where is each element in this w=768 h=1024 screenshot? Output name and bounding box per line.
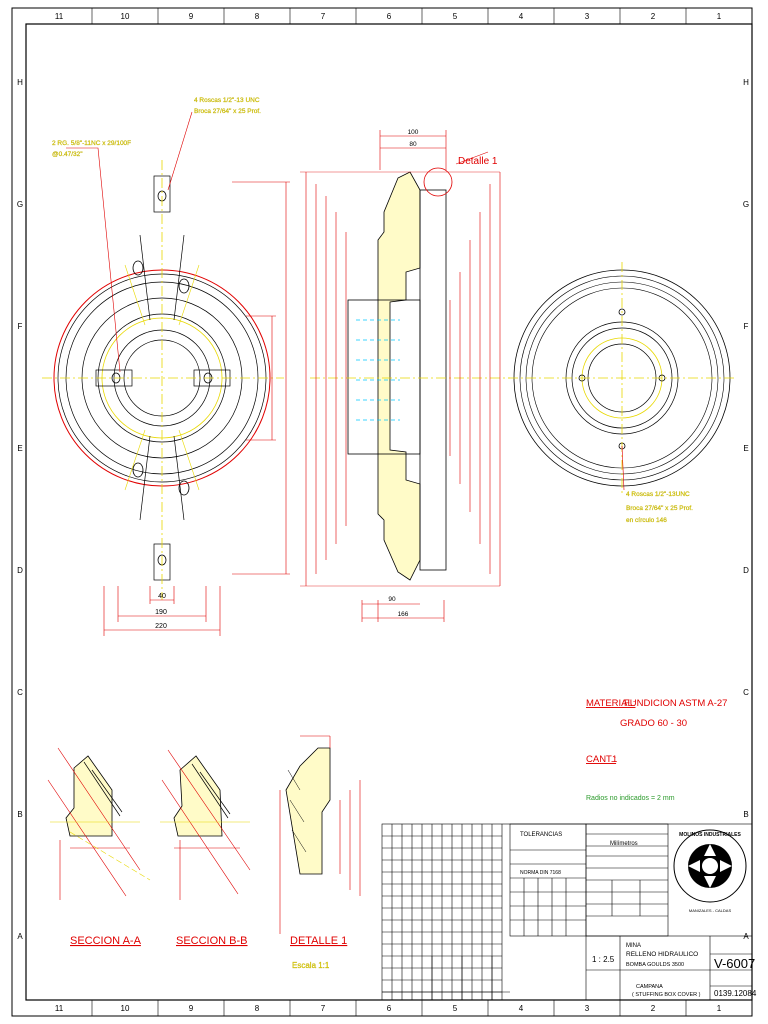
detail-1: [279, 735, 361, 934]
zone-column-label: 2: [651, 1004, 656, 1013]
zone-row-label: D: [743, 566, 749, 575]
zone-column-label: 5: [453, 12, 458, 21]
front-dim-220: 220: [155, 623, 167, 630]
zone-column-label: 7: [321, 1004, 326, 1013]
section-a-title: SECCION A-A: [70, 935, 142, 947]
zone-column-label: 4: [519, 12, 524, 21]
zone-column-label: 11: [55, 1004, 64, 1013]
front-dim-40: 40: [158, 593, 166, 600]
zone-column-label: 8: [255, 1004, 260, 1013]
zone-row-label: E: [743, 444, 748, 453]
section-view: [300, 130, 510, 622]
zone-row-label: G: [743, 200, 749, 209]
drawing-number: V-6007: [714, 956, 755, 971]
zone-column-label: 11: [55, 12, 64, 21]
thread-note-right-2: Broca 27/64" x 25 Prof.: [626, 505, 693, 512]
zone-column-label: 2: [651, 12, 656, 21]
zone-row-label: B: [17, 810, 22, 819]
zone-row-label: C: [743, 688, 749, 697]
zone-column-label: 6: [387, 12, 392, 21]
thread-note-left-2: @0.47/32": [52, 151, 83, 158]
section-dim-166: 166: [398, 611, 409, 618]
zone-row-label: E: [17, 444, 22, 453]
zone-row-label: C: [17, 688, 23, 697]
scale-value: 1 : 2.5: [592, 955, 615, 964]
section-dim-80: 80: [409, 141, 417, 148]
zone-column-label: 7: [321, 12, 326, 21]
section-dim-100: 100: [408, 129, 419, 136]
tolerances-title: TOLERANCIAS: [520, 832, 562, 838]
material-value-1: FUNDICION ASTM A-27: [624, 698, 727, 709]
thread-note-right-3: en círculo 146: [626, 517, 667, 524]
piece-line-2: ( STUFFING BOX COVER ): [632, 992, 701, 998]
zone-column-label: 1: [717, 12, 722, 21]
zone-row-label: D: [17, 566, 23, 575]
section-b-title: SECCION B-B: [176, 935, 248, 947]
zone-ruler-bottom: 11 10 9 8 7 6 5 4 3 2 1: [55, 1000, 753, 1016]
piece-line-1: CAMPANA: [636, 984, 663, 990]
material-label: MATERIAL:: [586, 698, 635, 709]
zone-column-label: 10: [121, 12, 130, 21]
company-location: MANIZALES - CALDAS: [689, 908, 732, 913]
qty-value: 1: [612, 754, 617, 765]
tolerances-norm: NORMA DIN 7168: [520, 870, 561, 876]
zone-column-label: 9: [189, 1004, 194, 1013]
company-name: MOLINOS INDUSTRIALES: [679, 832, 741, 838]
qty-label: CANT.:: [586, 754, 616, 765]
units-value: Milímetros: [610, 841, 638, 847]
zone-column-label: 6: [387, 1004, 392, 1013]
zone-row-label: F: [18, 322, 23, 331]
front-dim-190: 190: [155, 609, 167, 616]
zone-ruler-left: H H G G F F E E D D C C B B A A: [17, 78, 749, 941]
project-line-3: BOMBA GOULDS 3500: [626, 962, 684, 968]
zone-row-label: B: [743, 810, 748, 819]
detail-reference: Detalle 1: [458, 156, 498, 167]
section-dim-90: 90: [388, 596, 396, 603]
back-view: [508, 262, 736, 494]
company-logo: MOLINOS INDUSTRIALES MANIZALES - CALDAS: [673, 829, 747, 913]
thread-note-top-2: Broca 27/64" x 25 Prof.: [194, 108, 261, 115]
section-b-b: [160, 749, 251, 900]
detail-title: DETALLE 1: [290, 935, 347, 947]
thread-note-right-1: 4 Roscas 1/2"-13UNC: [626, 491, 690, 498]
zone-row-label: A: [743, 932, 749, 941]
zone-row-label: H: [17, 78, 23, 87]
thread-note-left-1: 2 RG. 5/8"-11NC x 29/100F: [52, 140, 131, 147]
zone-row-label: F: [744, 322, 749, 331]
title-block: [381, 823, 753, 1001]
zone-column-label: 9: [189, 12, 194, 21]
section-a-a: [47, 747, 151, 900]
front-view: [42, 111, 290, 636]
zone-column-label: 4: [519, 1004, 524, 1013]
zone-column-label: 1: [717, 1004, 722, 1013]
zone-column-label: 3: [585, 1004, 590, 1013]
zone-column-label: 8: [255, 12, 260, 21]
zone-row-label: H: [743, 78, 749, 87]
thread-note-top-1: 4 Roscas 1/2"-13 UNC: [194, 97, 260, 104]
material-value-2: GRADO 60 - 30: [620, 718, 687, 729]
zone-ruler-top: 11 10 9 8 7 6 5 4 3 2 1: [55, 8, 753, 24]
project-line-2: RELLENO HIDRAULICO: [626, 951, 698, 958]
zone-column-label: 10: [121, 1004, 130, 1013]
zone-column-label: 3: [585, 12, 590, 21]
part-code: 0139.12084: [714, 989, 757, 998]
project-line-1: MINA: [626, 943, 641, 949]
radii-note: Radios no indicados = 2 mm: [586, 795, 675, 802]
detail-scale: Escala 1:1: [292, 961, 330, 970]
zone-row-label: A: [17, 932, 23, 941]
zone-row-label: G: [17, 200, 23, 209]
zone-column-label: 5: [453, 1004, 458, 1013]
